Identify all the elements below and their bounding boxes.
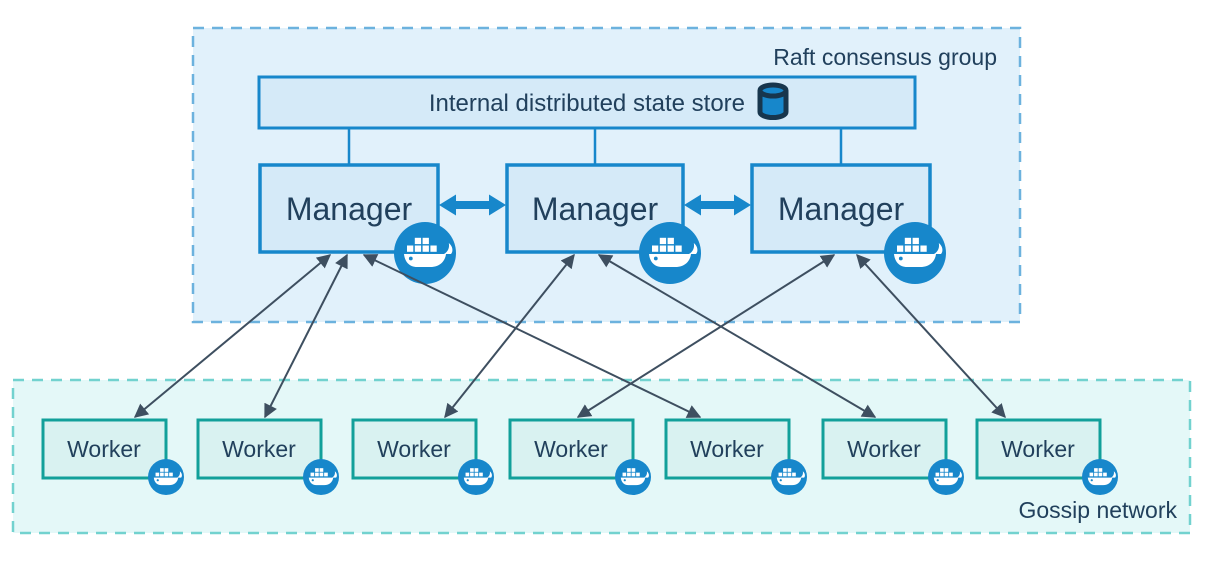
raft-consensus-label: Raft consensus group <box>773 44 997 70</box>
docker-whale-icon-worker-2 <box>303 459 339 495</box>
worker-box-1 <box>41 418 168 480</box>
docker-whale-icon-worker-7 <box>1082 459 1118 495</box>
database-top <box>757 82 789 99</box>
docker-whale-icon-worker-3 <box>458 459 494 495</box>
manager-nodes: Manager Manager Manager <box>258 163 932 254</box>
worker-box-3 <box>351 418 478 480</box>
worker-nodes: Worker Worker Worker Worker Worker Worke… <box>41 418 1102 480</box>
state-store-label: Internal distributed state store <box>429 90 745 117</box>
manager-label-2: Manager <box>532 191 659 227</box>
docker-whale-icon-worker-1 <box>148 459 184 495</box>
worker-label-5: Worker <box>690 436 764 462</box>
database-icon <box>757 82 789 120</box>
manager-label-1: Manager <box>286 191 413 227</box>
state-store-box <box>257 75 917 130</box>
store-manager-connectors <box>347 128 843 165</box>
worker-box-2 <box>196 418 323 480</box>
docker-whale-icon-manager-3 <box>884 222 946 284</box>
docker-whale-icon-worker-5 <box>771 459 807 495</box>
worker-box-6 <box>821 418 948 480</box>
worker-manager-arrows <box>133 253 1006 419</box>
worker-label-3: Worker <box>377 436 451 462</box>
worker-box-5 <box>664 418 791 480</box>
arrow-manager1-worker2 <box>264 253 348 419</box>
manager-label-3: Manager <box>778 191 905 227</box>
gossip-network-label: Gossip network <box>1018 497 1177 523</box>
worker-label-7: Worker <box>1001 436 1075 462</box>
manager-link-arrow-1 <box>439 194 506 216</box>
worker-label-2: Worker <box>222 436 296 462</box>
arrow-manager2-worker3 <box>444 253 575 419</box>
arrow-manager3-worker7 <box>856 253 1006 419</box>
docker-whale-icon-worker-6 <box>928 459 964 495</box>
manager-link-arrow-2 <box>684 194 751 216</box>
docker-whale-icon-manager-2 <box>639 222 701 284</box>
worker-label-1: Worker <box>67 436 141 462</box>
docker-whale-icon-worker-4 <box>615 459 651 495</box>
worker-box-7 <box>975 418 1102 480</box>
worker-label-4: Worker <box>534 436 608 462</box>
arrow-manager3-worker4 <box>576 254 836 418</box>
worker-box-4 <box>508 418 635 480</box>
worker-label-6: Worker <box>847 436 921 462</box>
